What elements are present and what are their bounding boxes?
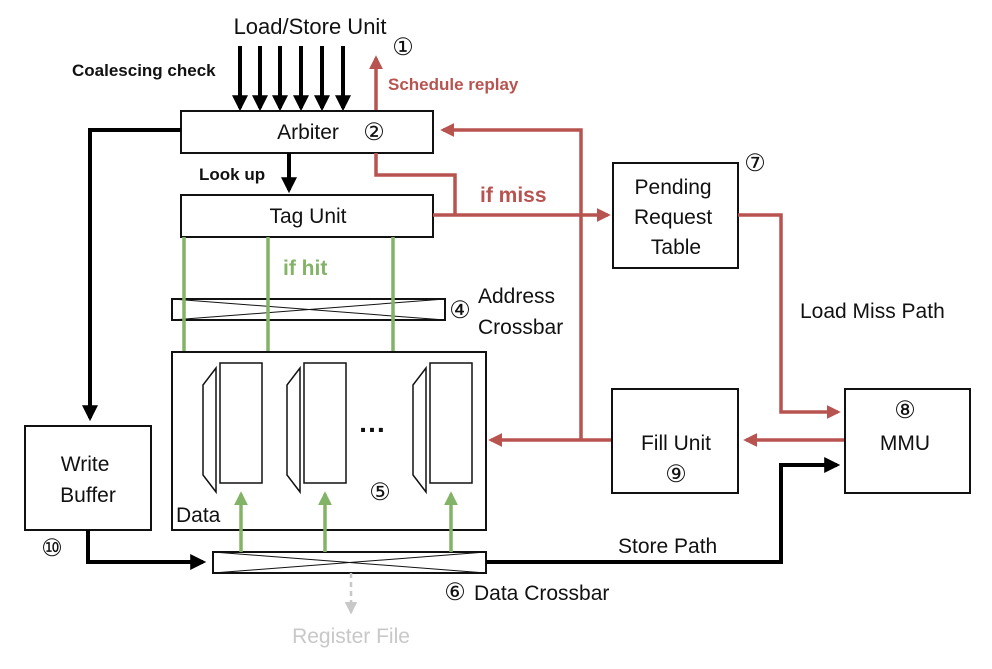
crossbar-line: Crossbar [478, 316, 563, 339]
fill-unit-box [611, 388, 739, 494]
bank-2-array [303, 362, 347, 484]
data-label: Data [176, 504, 221, 527]
mmu-label: MMU [880, 432, 930, 455]
write-buffer-box [24, 425, 152, 531]
write-buffer-label: Write Buffer [60, 453, 116, 507]
coalescing-check-label: Coalescing check [72, 61, 216, 80]
load-miss-path-arrow [738, 213, 841, 419]
store-path-arrow [486, 457, 841, 564]
bank-3-array [429, 362, 473, 484]
write-buffer-to-crossbar-arrow [86, 530, 207, 570]
data-bank-2 [286, 362, 347, 495]
if-miss-label: if miss [480, 184, 547, 207]
address-crossbar-label: Address Crossbar [478, 285, 563, 339]
arbiter-label: Arbiter [277, 121, 339, 144]
number-9-label: ⑨ [665, 461, 687, 488]
bank-3-mux [412, 365, 427, 495]
data-bank-1 [202, 362, 263, 495]
schedule-replay-label: Schedule replay [388, 75, 519, 94]
ellipsis-label: … [358, 407, 386, 438]
data-crossbar-label: Data Crossbar [474, 582, 609, 605]
store-path-label: Store Path [618, 535, 717, 558]
number-4-label: ④ [449, 297, 471, 324]
pending-request-table-label: Pending Request Table [634, 176, 718, 259]
look-up-label: Look up [199, 165, 265, 184]
fill-unit-label: Fill Unit [641, 432, 711, 455]
buffer-line: Buffer [60, 484, 116, 507]
mmu-box [844, 388, 971, 494]
if-hit-label: if hit [283, 257, 327, 280]
miss-path-line [374, 153, 457, 215]
load-store-unit-label: Load/Store Unit [234, 14, 387, 39]
bank-1-mux [202, 365, 217, 495]
table-line: Table [651, 236, 701, 259]
tag-unit-box [180, 194, 434, 238]
bank-2-mux [286, 365, 301, 495]
write-line: Write [61, 453, 110, 476]
number-2-label: ② [363, 119, 385, 146]
data-bank-3 [412, 362, 473, 495]
data-crossbar [212, 551, 487, 574]
number-6-label: ⑥ [444, 579, 466, 606]
number-8-label: ⑧ [894, 397, 916, 424]
pending-line: Pending [635, 176, 712, 199]
number-7-label: ⑦ [744, 150, 766, 177]
address-crossbar [171, 298, 446, 321]
load-miss-path-label: Load Miss Path [800, 300, 945, 323]
number-5-label: ⑤ [369, 479, 391, 506]
register-file-label: Register File [292, 625, 410, 648]
number-1-label: ① [392, 34, 414, 61]
address-crossbar-diag-2 [171, 298, 446, 321]
number-10-label: ⑩ [41, 535, 63, 562]
tag-unit-label: Tag Unit [269, 205, 346, 228]
address-line: Address [478, 285, 555, 308]
bank-1-array [219, 362, 263, 484]
fill-to-arbiter-arrow [440, 123, 583, 440]
write-data-paths [234, 491, 458, 552]
data-crossbar-diag-2 [212, 551, 487, 574]
arbiter-to-write-buffer-arrow [82, 128, 181, 422]
load-store-request-arrows [232, 46, 351, 112]
request-line: Request [634, 206, 712, 229]
